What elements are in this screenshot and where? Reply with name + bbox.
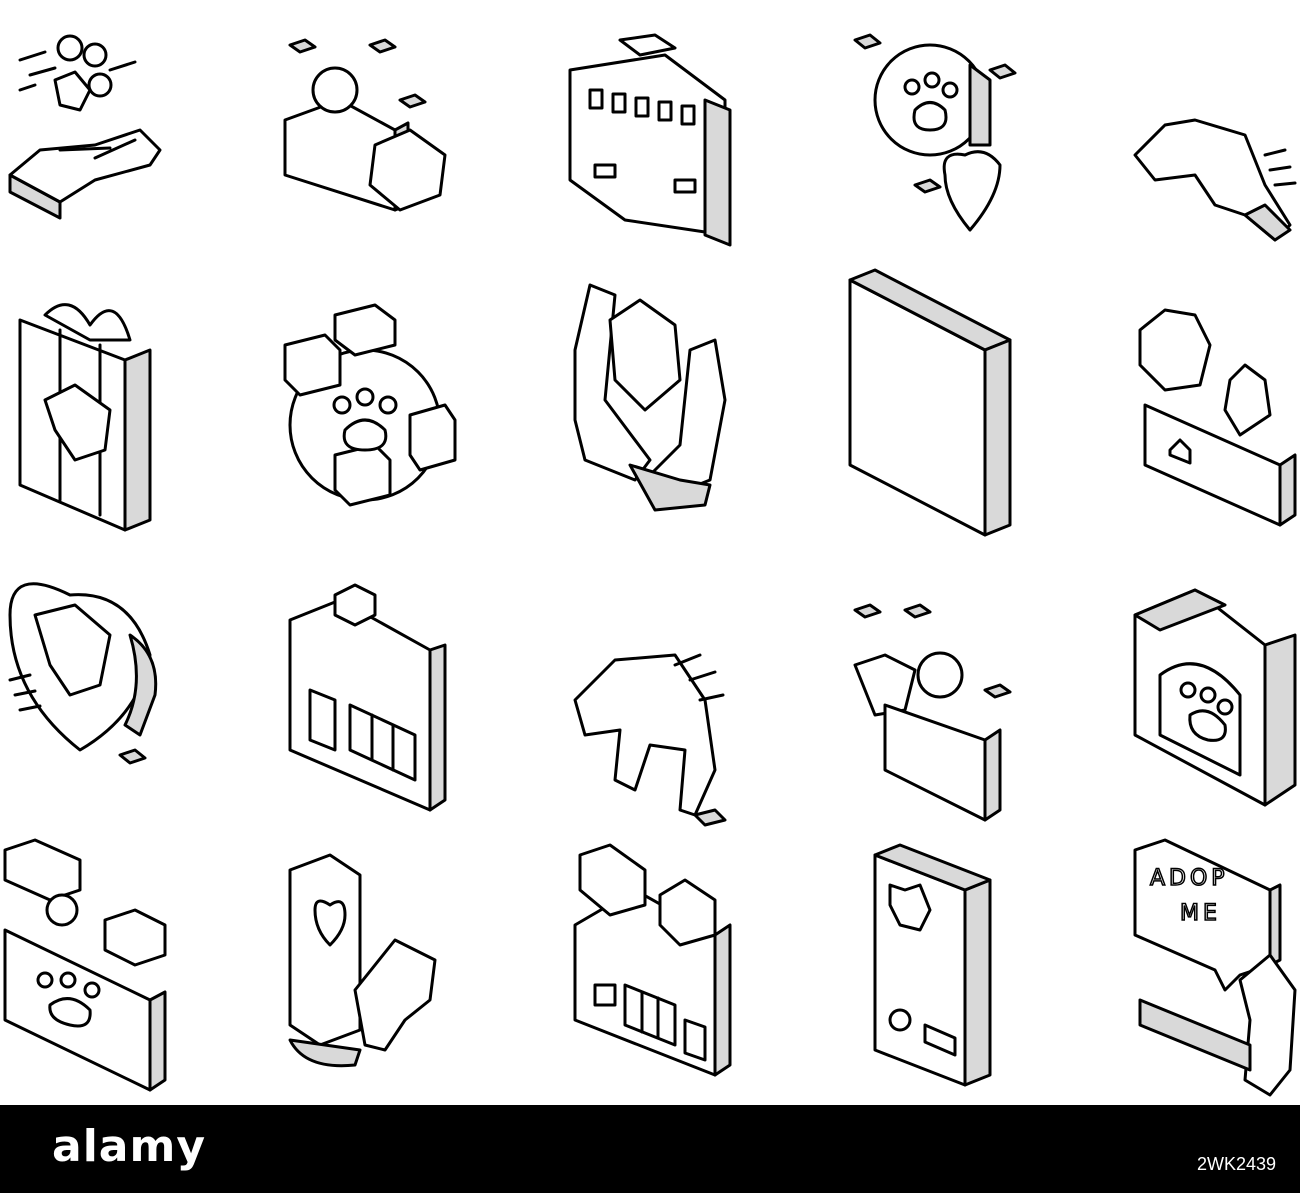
adopt-sign-line1: ADOP <box>1150 866 1229 891</box>
adoption-chat-paw-icon <box>3 838 167 1092</box>
footer-bar: alamy 2WK2439 <box>0 1105 1300 1193</box>
adopt-me-sign-icon: ADOP ME <box>1133 838 1297 1097</box>
panel-icon <box>848 268 1012 537</box>
cat-document-icon <box>873 843 992 1087</box>
heart-dog-icon <box>8 582 158 765</box>
pet-carrier-icon <box>568 33 732 247</box>
pet-tag-dog-icon <box>288 853 437 1068</box>
pet-house-paw-icon <box>1133 588 1297 807</box>
image-id-label: 2WK2439 <box>1196 1154 1276 1174</box>
paw-heart-icon <box>853 33 1017 232</box>
icon-grid: ADOP ME <box>3 33 1297 1097</box>
person-with-dog-icon <box>283 38 447 212</box>
adopt-sign-line2: ME <box>1180 901 1221 926</box>
pet-shop-icon <box>288 583 447 812</box>
hands-holding-cat-icon <box>573 283 727 512</box>
paw-network-icon <box>283 303 457 507</box>
person-with-cat-icon <box>853 603 1012 822</box>
pets-in-box-icon <box>1138 308 1297 527</box>
gift-box-dog-icon <box>18 303 152 532</box>
pets-on-house-icon <box>573 843 732 1077</box>
cat-icon <box>1133 118 1297 242</box>
brand-logo: alamy <box>52 1121 206 1172</box>
walking-dog-icon <box>573 653 727 827</box>
hand-donation-paw-icon <box>8 34 162 220</box>
